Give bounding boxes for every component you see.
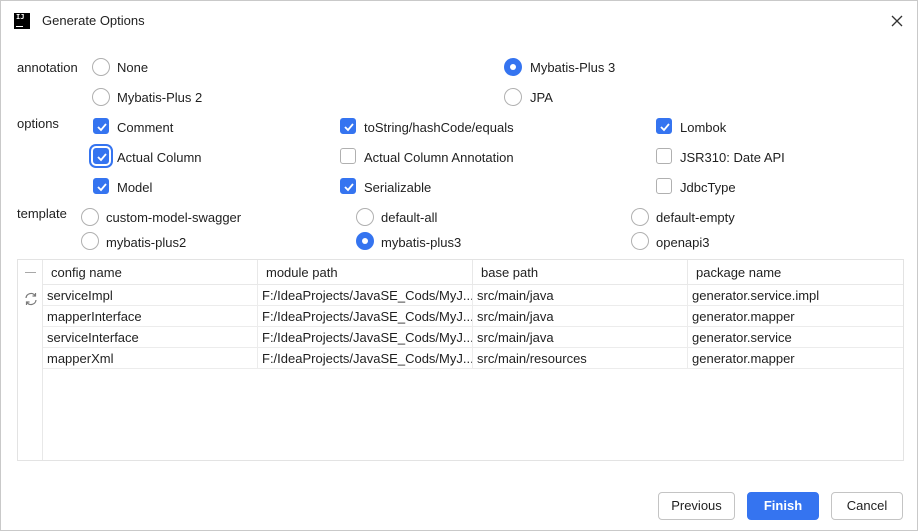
checkbox-tostring-hashcode-equals[interactable] <box>340 118 356 134</box>
cell-config-name[interactable]: serviceImpl <box>43 285 258 306</box>
checkbox-lombok-label: Lombok <box>680 120 727 135</box>
checkbox-jdbctype-label: JdbcType <box>680 180 736 195</box>
annotation-label: annotation <box>17 60 78 75</box>
checkbox-serializable[interactable] <box>340 178 356 194</box>
radio-template-mybatis-plus3-label: mybatis-plus3 <box>381 235 462 250</box>
cell-config-name[interactable]: mapperXml <box>43 348 258 369</box>
radio-template-mybatis-plus2-label: mybatis-plus2 <box>106 235 187 250</box>
radio-annotation-none-label: None <box>117 60 149 75</box>
refresh-icon[interactable] <box>23 291 39 307</box>
finish-button[interactable]: Finish <box>747 492 819 520</box>
radio-template-custom-model-swagger[interactable] <box>81 208 99 226</box>
checkbox-comment-label: Comment <box>117 120 174 135</box>
title-bar: IJ Generate Options <box>1 1 917 41</box>
cell-package-name[interactable]: generator.mapper <box>692 309 795 324</box>
checkbox-actual-column[interactable] <box>93 148 109 164</box>
checkbox-actual-column-annotation-label: Actual Column Annotation <box>364 150 514 165</box>
radio-annotation-jpa-label: JPA <box>530 90 553 105</box>
cell-module-path[interactable]: F:/IdeaProjects/JavaSE_Cods/MyJ... <box>258 306 473 327</box>
checkbox-serializable-label: Serializable <box>364 180 432 195</box>
dialog-title: Generate Options <box>42 13 145 28</box>
table-row[interactable]: mapperInterface F:/IdeaProjects/JavaSE_C… <box>43 306 903 327</box>
radio-template-openapi3[interactable] <box>631 232 649 250</box>
checkbox-model[interactable] <box>93 178 109 194</box>
table-gutter <box>18 260 43 460</box>
checkbox-jsr310-date-api-label: JSR310: Date API <box>680 150 785 165</box>
radio-template-default-empty[interactable] <box>631 208 649 226</box>
column-header-package-name[interactable]: package name <box>696 265 782 280</box>
cell-config-name[interactable]: serviceInterface <box>43 327 258 348</box>
cell-base-path[interactable]: src/main/java <box>473 306 688 327</box>
template-label: template <box>17 206 67 221</box>
app-icon-text: IJ <box>16 13 25 21</box>
column-header-base-path[interactable]: base path <box>473 260 688 285</box>
radio-annotation-mybatis-plus-3[interactable] <box>504 58 522 76</box>
radio-annotation-mybatis-plus-2-label: Mybatis-Plus 2 <box>117 90 203 105</box>
checkbox-jsr310-date-api[interactable] <box>656 148 672 164</box>
cell-config-name[interactable]: mapperInterface <box>43 306 258 327</box>
radio-annotation-none[interactable] <box>92 58 110 76</box>
column-header-config-name[interactable]: config name <box>43 260 258 285</box>
cancel-button[interactable]: Cancel <box>831 492 903 520</box>
checkbox-lombok[interactable] <box>656 118 672 134</box>
radio-annotation-mybatis-plus-3-label: Mybatis-Plus 3 <box>530 60 616 75</box>
radio-template-default-all-label: default-all <box>381 210 438 225</box>
radio-annotation-mybatis-plus-2[interactable] <box>92 88 110 106</box>
collapse-dash-icon <box>25 272 36 273</box>
radio-annotation-jpa[interactable] <box>504 88 522 106</box>
cell-base-path[interactable]: src/main/java <box>473 327 688 348</box>
table-row[interactable]: mapperXml F:/IdeaProjects/JavaSE_Cods/My… <box>43 348 903 369</box>
table-header: config name module path base path packag… <box>43 260 903 285</box>
radio-template-custom-model-swagger-label: custom-model-swagger <box>106 210 242 225</box>
checkbox-model-label: Model <box>117 180 153 195</box>
options-label: options <box>17 116 59 131</box>
cell-package-name[interactable]: generator.service.impl <box>692 288 820 303</box>
table-row[interactable]: serviceImpl F:/IdeaProjects/JavaSE_Cods/… <box>43 285 903 306</box>
column-header-module-path[interactable]: module path <box>258 260 473 285</box>
radio-template-mybatis-plus2[interactable] <box>81 232 99 250</box>
cell-module-path[interactable]: F:/IdeaProjects/JavaSE_Cods/MyJ... <box>258 285 473 306</box>
cell-base-path[interactable]: src/main/java <box>473 285 688 306</box>
table-row[interactable]: serviceInterface F:/IdeaProjects/JavaSE_… <box>43 327 903 348</box>
close-icon[interactable] <box>887 11 907 31</box>
config-table: config name module path base path packag… <box>17 259 904 461</box>
cell-package-name[interactable]: generator.mapper <box>692 351 795 366</box>
cell-package-name[interactable]: generator.service <box>692 330 792 345</box>
checkbox-jdbctype[interactable] <box>656 178 672 194</box>
cell-module-path[interactable]: F:/IdeaProjects/JavaSE_Cods/MyJ... <box>258 327 473 348</box>
cell-module-path[interactable]: F:/IdeaProjects/JavaSE_Cods/MyJ... <box>258 348 473 369</box>
radio-template-mybatis-plus3[interactable] <box>356 232 374 250</box>
previous-button[interactable]: Previous <box>658 492 735 520</box>
radio-template-default-all[interactable] <box>356 208 374 226</box>
checkbox-actual-column-annotation[interactable] <box>340 148 356 164</box>
cell-base-path[interactable]: src/main/resources <box>473 348 688 369</box>
checkbox-comment[interactable] <box>93 118 109 134</box>
radio-template-openapi3-label: openapi3 <box>656 235 710 250</box>
checkbox-tostring-hashcode-equals-label: toString/hashCode/equals <box>364 120 514 135</box>
intellij-app-icon: IJ <box>14 13 30 29</box>
checkbox-actual-column-label: Actual Column <box>117 150 202 165</box>
radio-template-default-empty-label: default-empty <box>656 210 735 225</box>
